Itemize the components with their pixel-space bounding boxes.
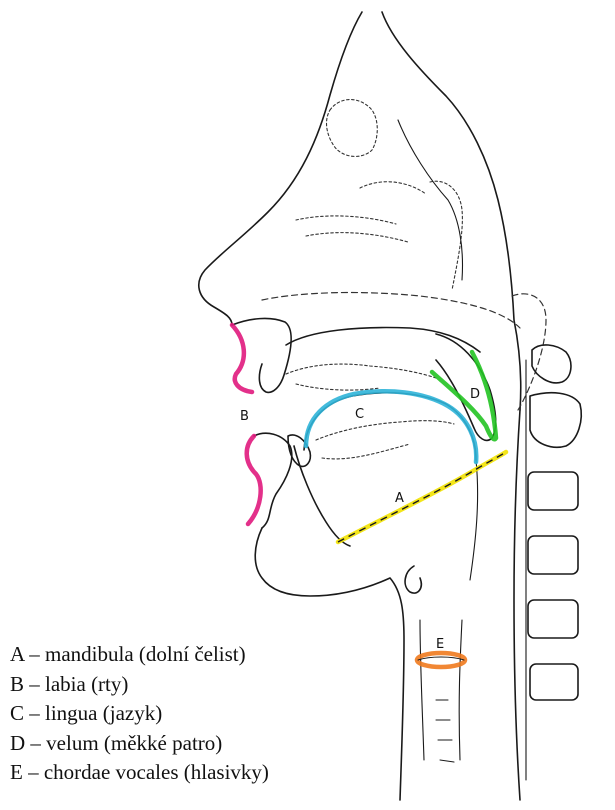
epiglottis [405, 566, 421, 593]
trachea-rings [436, 700, 454, 762]
label-a: A [395, 491, 404, 506]
vocal-cords-line [418, 657, 464, 660]
legend-item-a: A – mandibula (dolní čelist) [10, 640, 269, 670]
cervical-spine [526, 345, 581, 780]
vertebra-2 [530, 393, 581, 447]
hard-palate-dashed [262, 293, 520, 328]
face-profile-outline [199, 12, 362, 325]
nasal-turbinate-dotted [296, 182, 426, 242]
nasal-septum-line [398, 120, 462, 280]
pharynx-back-wall [514, 410, 520, 800]
neck-back-outline [382, 12, 521, 410]
oropharynx-line [470, 460, 478, 580]
velum-highlight [432, 352, 496, 439]
label-b: B [240, 409, 249, 424]
tongue-highlight [306, 391, 476, 462]
mandible-outline [294, 446, 350, 546]
vertebra-6 [530, 664, 578, 700]
upper-lip-outline [232, 318, 291, 392]
adenoid-dashed [512, 294, 546, 410]
legend-item-b: B – labia (rty) [10, 670, 269, 700]
upper-lip-highlight [232, 325, 252, 392]
vocal-cords-highlight [417, 653, 465, 667]
legend-item-c: C – lingua (jazyk) [10, 699, 269, 729]
legend-item-e: E – chordae vocales (hlasivky) [10, 758, 269, 788]
label-c: C [355, 407, 364, 422]
chin-outline [255, 528, 404, 800]
vertebra-4 [528, 536, 578, 574]
lower-teeth [316, 421, 454, 459]
label-d: D [470, 387, 480, 402]
vertebra-3 [528, 472, 578, 510]
larynx-back [459, 620, 462, 760]
upper-teeth [286, 364, 436, 390]
vertebra-5 [528, 600, 578, 638]
nasal-bone-dotted [327, 100, 378, 157]
larynx-front [420, 620, 424, 760]
label-e: E [436, 637, 444, 652]
legend: A – mandibula (dolní čelist) B – labia (… [10, 640, 269, 788]
lower-lip-highlight [247, 436, 261, 524]
legend-item-d: D – velum (měkké patro) [10, 729, 269, 759]
